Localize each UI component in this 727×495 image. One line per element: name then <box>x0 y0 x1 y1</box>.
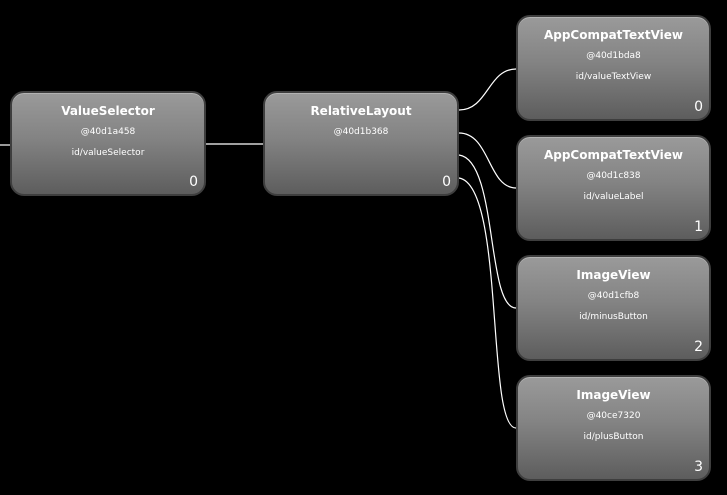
node-index: 3 <box>694 459 703 475</box>
node-hash: @40d1bda8 <box>586 51 641 61</box>
node-value-selector[interactable]: ValueSelector @40d1a458 id/valueSelector… <box>10 91 206 196</box>
node-index: 0 <box>694 99 703 115</box>
node-class-name: AppCompatTextView <box>543 28 684 42</box>
node-value-text-view[interactable]: AppCompatTextView @40d1bda8 id/valueText… <box>516 15 711 121</box>
node-view-id: id/valueTextView <box>575 72 652 82</box>
node-index: 2 <box>694 339 703 355</box>
node-relative-layout[interactable]: RelativeLayout @40d1b368 0 <box>263 91 459 196</box>
node-value-label[interactable]: AppCompatTextView @40d1c838 id/valueLabe… <box>516 135 711 241</box>
node-view-id: id/plusButton <box>583 432 644 442</box>
node-hash: @40d1a458 <box>80 127 136 137</box>
node-class-name: ValueSelector <box>61 104 155 118</box>
node-minus-button[interactable]: ImageView @40d1cfb8 id/minusButton 2 <box>516 255 711 361</box>
node-hash: @40ce7320 <box>586 411 641 421</box>
node-class-name: ImageView <box>576 388 651 402</box>
connector-relativelayout-to-valuetextview <box>458 68 517 111</box>
node-plus-button[interactable]: ImageView @40ce7320 id/plusButton 3 <box>516 375 711 481</box>
node-hash: @40d1b368 <box>333 127 389 137</box>
node-view-id: id/valueSelector <box>71 148 145 158</box>
node-hash: @40d1c838 <box>586 171 641 181</box>
node-view-id: id/valueLabel <box>583 192 644 202</box>
connector-relativelayout-to-minusbutton <box>458 154 517 309</box>
connector-relativelayout-to-valuelabel <box>458 132 517 189</box>
node-class-name: AppCompatTextView <box>543 148 684 162</box>
node-hash: @40d1cfb8 <box>587 291 640 301</box>
node-index: 0 <box>189 174 198 190</box>
node-view-id: id/minusButton <box>579 312 648 322</box>
node-index: 0 <box>442 174 451 190</box>
connector-relativelayout-to-plusbutton <box>458 177 517 429</box>
node-index: 1 <box>694 219 703 235</box>
node-class-name: ImageView <box>576 268 651 282</box>
node-class-name: RelativeLayout <box>310 104 412 118</box>
